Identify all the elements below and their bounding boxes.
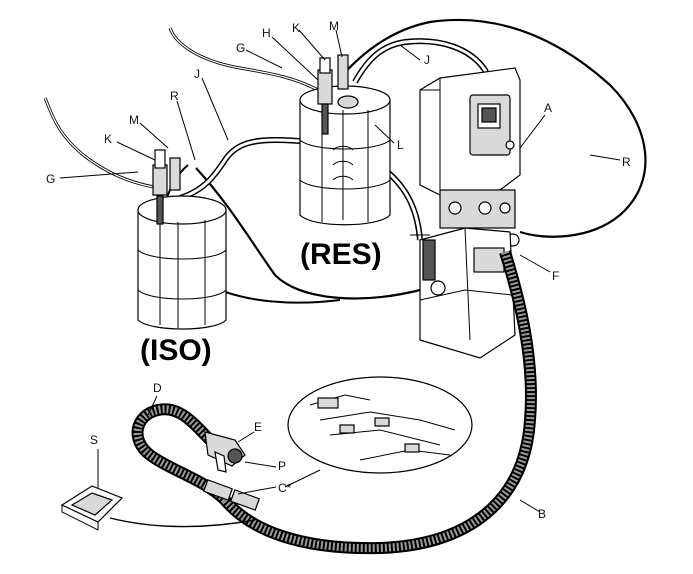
callout-c: C* <box>278 481 292 495</box>
fluid-manifold <box>202 479 261 511</box>
air-hose-g-top-inner <box>169 27 319 91</box>
iso-drum <box>137 149 227 330</box>
callout-p: P <box>278 459 286 473</box>
air-hose-g-left-inner <box>44 97 161 189</box>
remote-display-module <box>60 485 256 531</box>
callout-h: H <box>262 26 271 40</box>
callout-s: S <box>90 433 98 447</box>
callout-k-top: K <box>292 21 300 35</box>
detail-inset <box>284 376 473 488</box>
callout-k-left: K <box>104 132 112 146</box>
callout-a: A <box>544 101 552 115</box>
callout-r-right: R <box>622 155 631 169</box>
supply-hose-j-iso-inner <box>179 138 422 241</box>
callout-b: B <box>538 507 546 521</box>
callout-j-top: J <box>424 53 430 67</box>
callout-f: F <box>552 269 559 283</box>
heated-hose-b-texture <box>221 250 535 553</box>
callout-r-left: R <box>170 89 179 103</box>
callout-l: L <box>397 138 404 152</box>
iso-drum-label: (ISO) <box>140 334 212 367</box>
callout-e: E <box>254 420 262 434</box>
callout-m-left: M <box>129 113 139 127</box>
res-drum <box>299 54 391 226</box>
callout-j-left: J <box>194 67 200 81</box>
spray-gun <box>204 431 246 473</box>
callout-g-left: G <box>46 172 55 186</box>
callout-m-top: M <box>329 19 339 33</box>
callout-g-top: G <box>236 41 245 55</box>
proportioner-unit <box>410 67 521 359</box>
whip-hose-d-texture <box>133 405 228 503</box>
res-drum-label: (RES) <box>300 238 382 271</box>
callout-d: D <box>153 381 162 395</box>
leader-lines <box>59 29 621 513</box>
